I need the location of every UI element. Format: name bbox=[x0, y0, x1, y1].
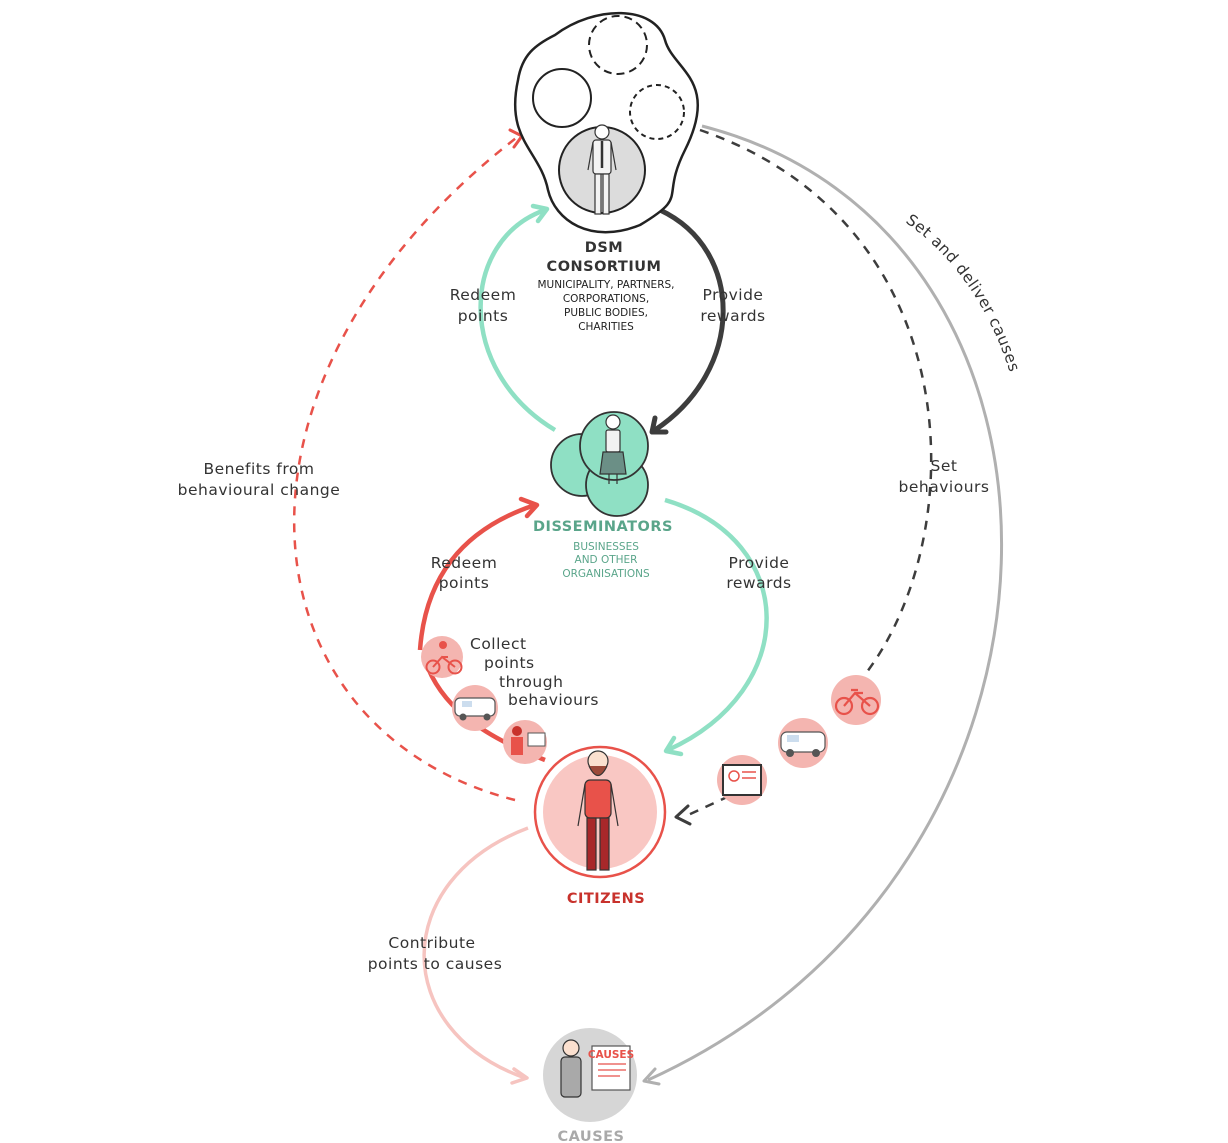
citizens-title: CITIZENS bbox=[567, 891, 645, 907]
redeem-top-flow-line bbox=[478, 207, 557, 432]
set-behaviours-arrowhead bbox=[674, 804, 692, 826]
disseminators-subtitle: BUSINESSES bbox=[573, 541, 639, 553]
redeem-mid-arrowhead bbox=[518, 496, 540, 519]
set-deliver-causes-line bbox=[647, 124, 1003, 1082]
set-behaviours-label: behaviours bbox=[899, 478, 990, 496]
consortium-title: DSM bbox=[585, 240, 623, 256]
causes-speaker-icon bbox=[560, 1039, 582, 1098]
contribute-flow-line bbox=[422, 826, 529, 1080]
causes-board-icon bbox=[591, 1045, 631, 1091]
redeem-top-label: points bbox=[458, 307, 509, 325]
collect-points-label: Collect bbox=[470, 635, 527, 653]
disseminators-subtitle: AND OTHER bbox=[575, 554, 638, 566]
disseminators-subtitle: ORGANISATIONS bbox=[562, 568, 650, 580]
redeem-top-label: Redeem bbox=[450, 286, 517, 304]
benefits-label: behavioural change bbox=[178, 481, 341, 499]
collect-points-label: behaviours bbox=[508, 691, 599, 709]
contribute-label: points to causes bbox=[368, 955, 503, 973]
citizens-outer-ring bbox=[533, 745, 667, 879]
set-behaviours-flow-line-tail bbox=[687, 780, 761, 817]
causes-board-title: CAUSES bbox=[588, 1049, 634, 1061]
collect-save-energy-icon bbox=[503, 720, 547, 764]
collect-points-label: points bbox=[484, 654, 535, 672]
consortium-subtitle: PUBLIC BODIES, bbox=[564, 307, 648, 319]
disseminator-person-icon bbox=[599, 414, 627, 484]
set-deliver-causes-arrowhead bbox=[642, 1067, 661, 1086]
redeem-mid-label: Redeem bbox=[431, 554, 498, 572]
contribute-label: Contribute bbox=[388, 934, 475, 952]
benefits-flow-line bbox=[292, 134, 521, 802]
provide-mid-flow-line bbox=[664, 497, 769, 753]
provide-top-arrowhead bbox=[649, 415, 669, 435]
set-behaviours-flow-line bbox=[699, 128, 933, 701]
redeem-mid-label: points bbox=[439, 574, 490, 592]
consortium-title: CONSORTIUM bbox=[547, 259, 662, 275]
consortium-member-dashed-circle bbox=[629, 84, 685, 140]
consortium-subtitle: CHARITIES bbox=[578, 321, 634, 333]
redeem-mid-flow-line bbox=[417, 502, 536, 651]
benefits-label: Benefits from bbox=[204, 460, 315, 478]
collect-points-label: through bbox=[499, 673, 563, 691]
set-bicycle-icon bbox=[831, 675, 881, 725]
provide-mid-label: Provide bbox=[729, 554, 790, 572]
citizen-person-icon bbox=[577, 750, 619, 871]
consortium-member-dashed-circle bbox=[588, 15, 648, 75]
consortium-subtitle: MUNICIPALITY, PARTNERS, bbox=[538, 279, 675, 291]
set-car-icon bbox=[778, 718, 828, 768]
consortium-member-circle bbox=[532, 68, 592, 128]
causes-title: CAUSES bbox=[558, 1129, 625, 1143]
provide-top-label: rewards bbox=[700, 307, 765, 325]
collect-bicycle-icon bbox=[421, 636, 463, 678]
provide-mid-label: rewards bbox=[726, 574, 791, 592]
collect-car-icon bbox=[452, 685, 498, 731]
set-behaviours-label: Set bbox=[931, 457, 958, 475]
disseminators-title: DISSEMINATORS bbox=[533, 519, 673, 535]
consortium-subtitle: CORPORATIONS, bbox=[563, 293, 649, 305]
provide-top-label: Provide bbox=[703, 286, 764, 304]
set-save-energy-icon bbox=[717, 755, 767, 805]
consortium-person-icon bbox=[587, 124, 617, 215]
contribute-arrowhead bbox=[510, 1067, 529, 1085]
redeem-top-arrowhead bbox=[530, 203, 550, 224]
provide-top-flow-line bbox=[653, 207, 726, 433]
provide-mid-arrowhead bbox=[663, 735, 684, 757]
